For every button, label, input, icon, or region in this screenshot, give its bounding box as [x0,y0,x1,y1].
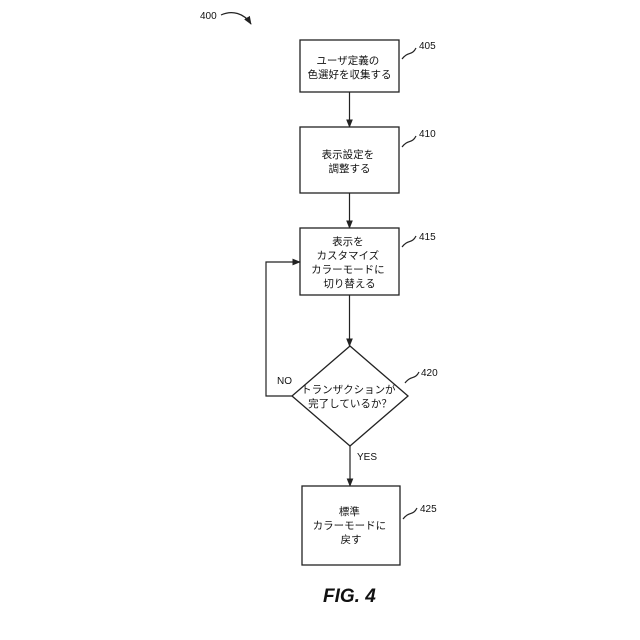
step-410-reference: 410 [419,129,436,140]
decision-diamond-420 [292,346,408,446]
step-405-reference: 405 [419,41,436,52]
figure-label: FIG. 4 [323,586,376,607]
decision-420-reference: 420 [421,368,438,379]
reference-400-pointer [221,13,251,24]
figure-reference-400: 400 [200,11,217,22]
reference-425-leader [403,508,417,519]
reference-420-leader [405,372,419,383]
no-label: NO [277,376,292,387]
yes-label: YES [357,452,377,463]
reference-415-leader [402,236,416,247]
reference-405-leader [402,48,416,59]
step-415-reference: 415 [419,232,436,243]
step-425-reference: 425 [420,504,437,515]
reference-410-leader [402,136,416,147]
